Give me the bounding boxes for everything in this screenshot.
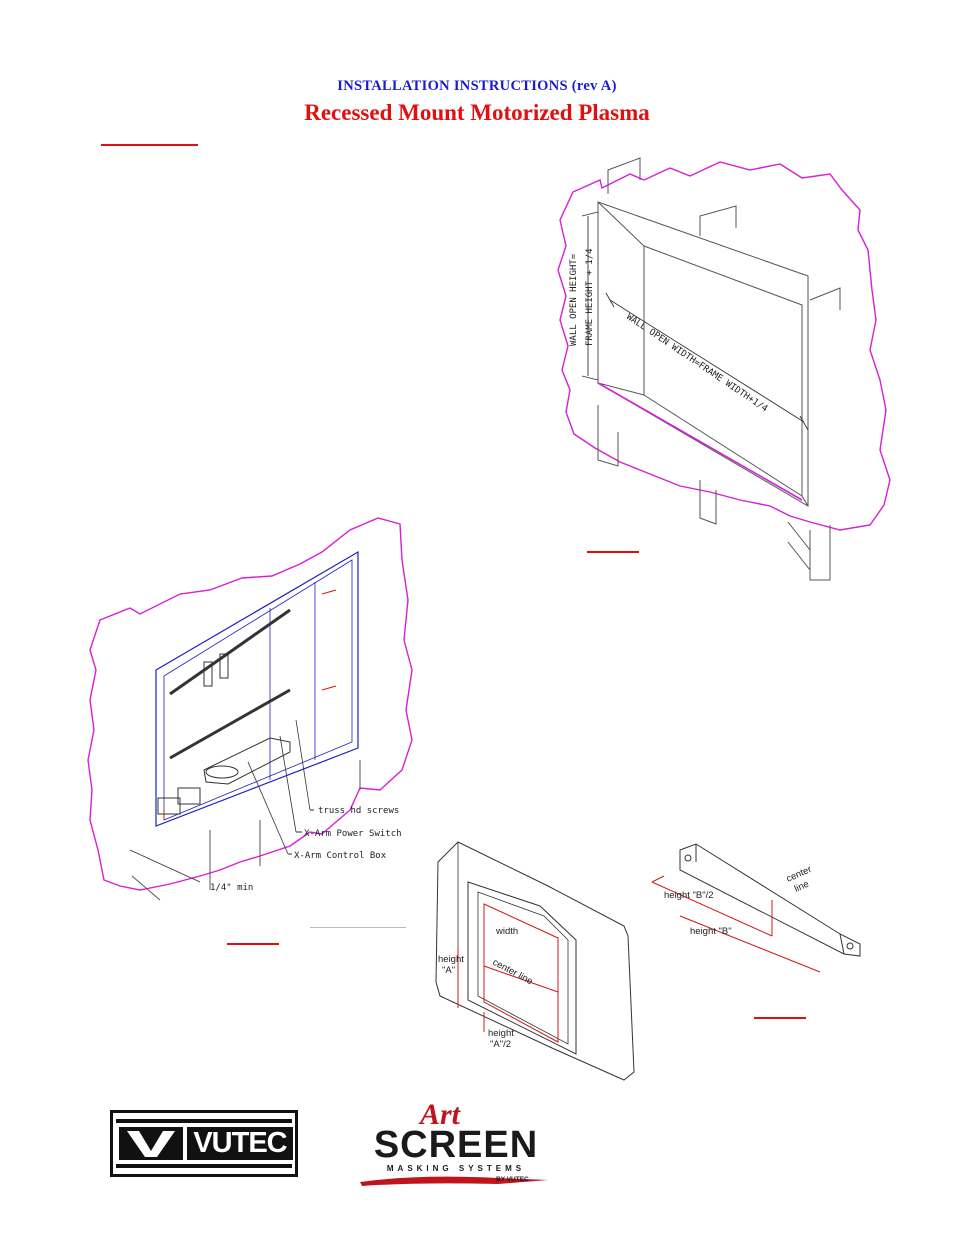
wall-opening-figure: WALL OPEN HEIGHT= FRAME HEIGHT + 1/4 WAL… [557,157,891,581]
figure-1-caption-underline [227,943,279,945]
label-center-line: center line [491,957,535,987]
label-center-2: line [793,879,811,895]
label-half-a-1: height [488,1028,514,1039]
wall-height-label-1: WALL OPEN HEIGHT= [569,253,579,346]
label-height-a-2: "A" [442,965,455,976]
red-swoosh-icon [360,1176,548,1186]
figure-1-bottom-rule [310,927,406,928]
plasma-back-figure: width height "A" center line height "A"/… [435,841,635,1081]
vutec-emblem-icon [119,1127,183,1160]
label-width: width [495,926,518,937]
blank-heading-underline [101,144,198,146]
callout-quarter-min: 1/4" min [210,883,253,893]
label-half-b: height "B"/2 [664,890,714,901]
wall-height-label-2: FRAME HEIGHT + 1/4 [585,248,595,346]
subtitle-text: INSTALLATION INSTRUCTIONS [337,78,568,94]
wall-width-label: WALL OPEN WIDTH=FRAME WIDTH+1/4 [624,312,769,414]
label-height-a-1: height [438,954,464,965]
callout-truss-screws: truss hd screws [318,806,399,816]
label-height-b: height "B" [690,926,732,937]
document-subtitle: INSTALLATION INSTRUCTIONS (rev A) [0,78,954,95]
callout-power-switch: X-Arm Power Switch [304,829,402,839]
by-vutec-text: BY VUTEC [496,1176,529,1183]
masking-systems-text: MASKING SYSTEMS [386,1164,526,1173]
vutec-wordmark: VUTEC [187,1127,293,1160]
vutec-logo: VUTEC [110,1110,298,1177]
figure-2-caption-underline [587,551,639,553]
frame-install-figure: truss hd screws X-Arm Power Switch X-Arm… [87,517,413,901]
label-half-a-2: "A"/2 [490,1039,511,1050]
callout-control-box: X-Arm Control Box [294,851,387,861]
bracket-figure: height "B"/2 center line height "B" [651,843,861,973]
art-script-text: Art [420,1098,461,1131]
figure-3-caption-underline [754,1017,806,1019]
revision-text: (rev A) [571,78,617,94]
artscreen-logo: Art SCREEN MASKING SYSTEMS BY VUTEC [356,1098,556,1188]
document-title: Recessed Mount Motorized Plasma [304,100,650,125]
screen-wordmark: SCREEN [373,1124,539,1166]
